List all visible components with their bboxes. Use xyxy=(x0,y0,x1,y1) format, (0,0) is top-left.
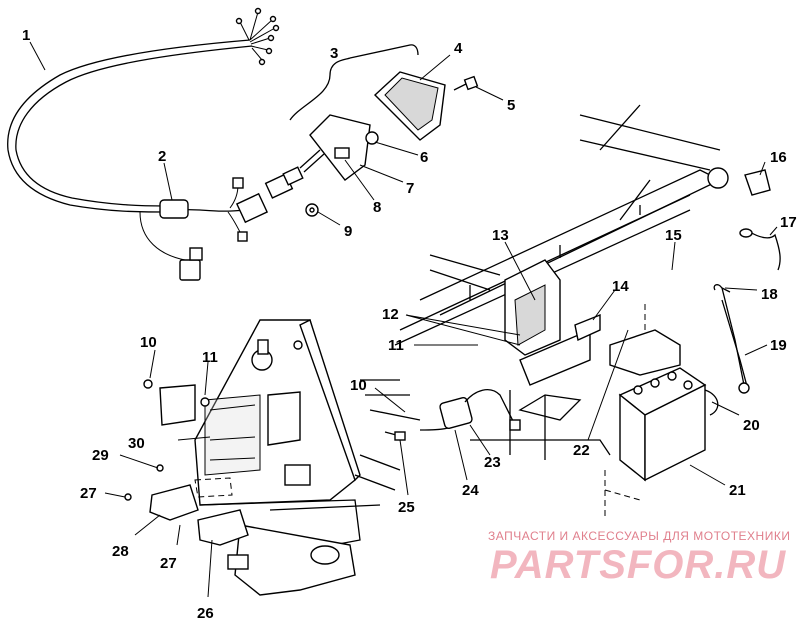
starter-relay xyxy=(419,389,521,431)
callout-20: 20 xyxy=(743,417,760,434)
callout-6: 6 xyxy=(420,149,428,166)
callout-11-left: 11 xyxy=(202,349,218,366)
callout-17: 17 xyxy=(780,214,797,231)
callout-24: 24 xyxy=(462,482,479,499)
callout-5: 5 xyxy=(507,97,515,114)
callout-14: 14 xyxy=(612,278,629,295)
callout-7: 7 xyxy=(406,180,414,197)
callout-25: 25 xyxy=(398,499,415,516)
frame xyxy=(394,104,729,460)
callout-18: 18 xyxy=(761,286,778,303)
battery-cables xyxy=(713,169,781,394)
callout-8: 8 xyxy=(373,199,381,216)
license-plate-bracket xyxy=(124,319,421,596)
callout-1: 1 xyxy=(22,27,30,44)
watermark-tagline: ЗАПЧАСТИ И АКСЕССУАРЫ ДЛЯ МОТОТЕХНИКИ xyxy=(488,529,790,543)
callout-10-left: 10 xyxy=(140,334,157,351)
battery xyxy=(604,300,719,520)
callout-2: 2 xyxy=(158,148,166,165)
watermark: ЗАПЧАСТИ И АКСЕССУАРЫ ДЛЯ МОТОТЕХНИКИ PA… xyxy=(488,529,790,587)
callout-labels: 1 2 3 4 5 6 7 8 9 10 11 12 13 14 15 16 1… xyxy=(22,27,797,622)
callout-30: 30 xyxy=(128,435,145,452)
callout-9: 9 xyxy=(344,223,352,240)
callout-3: 3 xyxy=(330,45,338,62)
callout-12: 12 xyxy=(382,306,399,323)
callout-11-right: 11 xyxy=(388,337,404,354)
callout-27-bottom: 27 xyxy=(160,555,177,572)
callout-4: 4 xyxy=(454,40,463,57)
callout-19: 19 xyxy=(770,337,787,354)
wiring-harness xyxy=(7,7,280,281)
callout-21: 21 xyxy=(729,482,746,499)
callout-13: 13 xyxy=(492,227,509,244)
leader-lines xyxy=(29,41,778,598)
callout-27-left: 27 xyxy=(80,485,97,502)
watermark-logo: PARTSFOR.RU xyxy=(490,543,786,587)
callout-23: 23 xyxy=(484,454,501,471)
callout-29: 29 xyxy=(92,447,109,464)
callout-10-right: 10 xyxy=(350,377,367,394)
callout-22: 22 xyxy=(573,442,590,459)
callout-28: 28 xyxy=(112,543,129,560)
callout-16: 16 xyxy=(770,149,787,166)
callout-26: 26 xyxy=(197,605,214,622)
callout-15: 15 xyxy=(665,227,682,244)
tail-light-assembly xyxy=(264,44,479,217)
